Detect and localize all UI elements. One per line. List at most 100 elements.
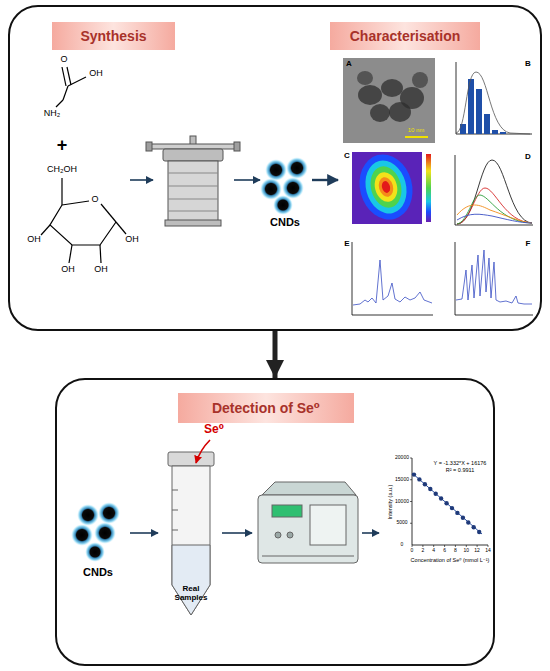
- selenium-addition-arrow: [196, 440, 210, 463]
- product-label: CNDs: [83, 566, 113, 578]
- fluorescence-spectrometer: [272, 505, 302, 517]
- calibration-chart: [450, 506, 454, 510]
- tem-image: [370, 104, 390, 122]
- calibration-chart: [472, 525, 476, 529]
- flow-arrow: [130, 179, 153, 181]
- calibration-chart: [410, 523, 412, 524]
- emission-spectra: [455, 155, 533, 225]
- calibration-chart: [433, 545, 434, 547]
- fit-equation: Y = -1.332*X + 16176: [434, 460, 487, 466]
- atom-label: OH: [125, 235, 139, 245]
- size-histogram: [476, 89, 482, 134]
- raman-spectrum: [352, 242, 433, 315]
- calibration-chart: [410, 458, 488, 547]
- axis-title: Intensity (a.u.): [387, 485, 393, 520]
- tick-label: 10: [464, 548, 470, 554]
- emission-spectra: [457, 195, 532, 224]
- excitation-emission-map: [377, 176, 396, 199]
- tick-label: 8: [454, 548, 457, 554]
- tem-image: [412, 72, 428, 88]
- section-header: Synthesis: [52, 22, 175, 50]
- sample-tube: [168, 452, 214, 615]
- calibration-chart: [444, 545, 445, 547]
- flow-arrow: [234, 179, 260, 181]
- excitation-emission-map: [360, 156, 413, 219]
- atom-label: OH: [89, 69, 103, 79]
- autoclave-reactor: [168, 211, 218, 212]
- carbon-nanodots: [77, 504, 99, 526]
- size-histogram: [456, 72, 530, 134]
- calibration-chart: [417, 477, 421, 481]
- size-histogram: [456, 62, 532, 134]
- fluorescence-spectrometer: [258, 495, 358, 563]
- tem-image: [389, 102, 411, 122]
- excitation-emission-map: [381, 180, 392, 194]
- fluorescence-spectrometer: [258, 482, 358, 563]
- glucose-structure: [41, 225, 50, 235]
- sample-tube: [172, 545, 210, 615]
- size-histogram: [492, 130, 498, 134]
- ftir-spectrum: [455, 242, 533, 315]
- panel-frame: Detection of Se⁰: [55, 378, 495, 666]
- tick-label: 15000: [395, 477, 409, 483]
- calibration-chart: [461, 516, 465, 520]
- excitation-emission-map: [366, 163, 406, 211]
- tick-label: 2: [422, 548, 425, 554]
- autoclave-reactor: [163, 149, 223, 161]
- fluorescence-spectrometer: [262, 556, 354, 557]
- scale-bar-label: 10 nm: [408, 127, 425, 134]
- calibration-chart: [412, 473, 482, 534]
- raman-spectrum: [353, 260, 432, 305]
- flow-arrow: [362, 532, 379, 534]
- tick-label: 0: [411, 548, 414, 554]
- panel-letter: B: [525, 60, 531, 69]
- flow-arrow: [130, 532, 158, 534]
- size-histogram: [456, 62, 532, 134]
- calibration-chart: [477, 530, 481, 534]
- calibration-chart: [434, 492, 438, 496]
- sample-tube: [172, 490, 178, 491]
- section-header: Characterisation: [330, 22, 480, 50]
- carbon-nanodots: [71, 524, 93, 546]
- autoclave-reactor: [165, 220, 221, 226]
- autoclave-reactor: [150, 144, 236, 149]
- flow-arrow: [130, 180, 379, 533]
- axis-title: Concentration of Se⁰ (mmol L⁻¹): [411, 557, 490, 563]
- panel-letter: D: [525, 153, 531, 162]
- calibration-chart: [455, 545, 456, 547]
- glycine-structure: [67, 67, 71, 85]
- emission-spectra: [457, 214, 532, 223]
- calibration-chart: [412, 472, 416, 476]
- product-label: CNDs: [270, 216, 300, 228]
- panel-letter: A: [346, 60, 352, 69]
- emission-spectra: [455, 155, 533, 225]
- fluorescence-spectrometer: [287, 532, 293, 538]
- header-text: Synthesis: [80, 28, 146, 44]
- panel-letter: C: [344, 152, 350, 161]
- autoclave-reactor: [168, 161, 218, 221]
- calibration-chart: [439, 496, 443, 500]
- tick-label: 0: [401, 542, 404, 548]
- section-header: Detection of Se⁰: [178, 393, 354, 423]
- calibration-chart: [455, 511, 459, 515]
- autoclave-reactor: [234, 142, 240, 151]
- flow-arrow: [273, 331, 278, 378]
- size-histogram: [484, 114, 490, 134]
- tick-label: 6: [443, 548, 446, 554]
- calibration-chart: [412, 458, 488, 545]
- calibration-chart: [444, 501, 448, 505]
- tick-label: 14: [485, 548, 491, 554]
- fit-equation: R² = 0.9911: [446, 467, 475, 473]
- atom-label: O: [60, 55, 67, 65]
- calibration-chart: [466, 545, 467, 547]
- carbon-nanodots: [265, 159, 287, 181]
- atom-label: CH₂OH: [47, 165, 77, 175]
- header-text: Detection of Se⁰: [212, 400, 320, 416]
- ftir-spectrum: [455, 242, 533, 315]
- sample-label: Real Samples: [169, 585, 213, 603]
- tem-image: [358, 85, 382, 105]
- excitation-emission-map: [426, 154, 431, 222]
- excitation-emission-map: [371, 170, 400, 205]
- atom-label: OH: [27, 235, 41, 245]
- autoclave-reactor: [146, 142, 152, 151]
